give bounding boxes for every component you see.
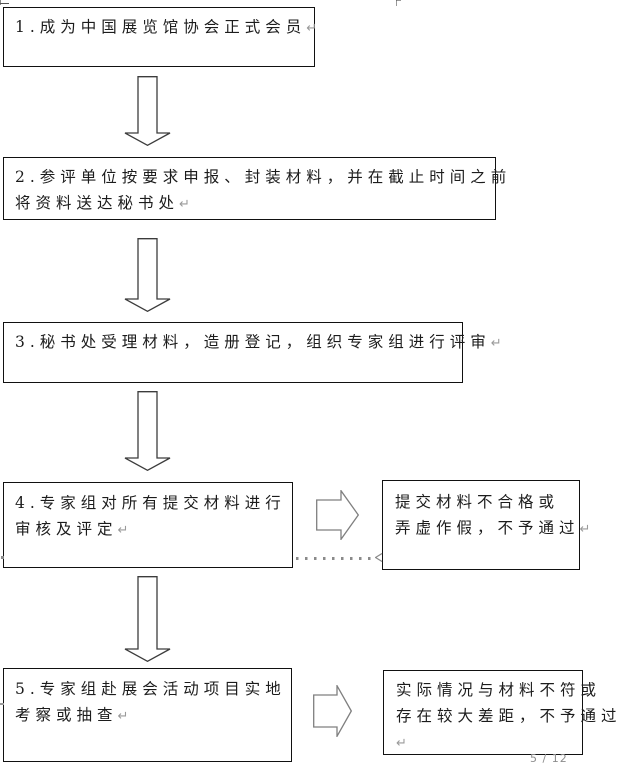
outcome-2-text-line-2: 存在较大差距，不予通过 <box>396 707 618 725</box>
outcome-1-text-line-1: 提交材料不合格或 <box>395 493 560 511</box>
down-arrow-3 <box>124 391 171 471</box>
right-arrow-2 <box>313 685 352 737</box>
right-arrow-1 <box>316 490 359 540</box>
flow-box-step-2: 2.参评单位按要求申报、封装材料，并在截止时间之前 将资料送达秘书处↵ <box>3 157 506 220</box>
flow-box-step-4-line-2: 审核及评定↵ <box>15 516 286 542</box>
return-mark-icon: ↵ <box>396 736 407 751</box>
return-mark-icon: ↵ <box>179 197 190 212</box>
crop-mark-top-right <box>396 0 401 1</box>
outcome-box-1: 提交材料不合格或 弄虚作假，不予通过↵ <box>382 480 590 570</box>
flow-box-step-5-line-1: 5.专家组赴展会活动项目实地 <box>15 676 285 702</box>
return-mark-icon: ↵ <box>579 522 591 537</box>
flow-box-step-3: 3.秘书处受理材料，造册登记，组织专家组进行评审↵ <box>3 322 502 383</box>
flow-box-step-1-line-1: 1.成为中国展览馆协会正式会员↵ <box>15 14 317 40</box>
outcome-box-2-line-1: 实际情况与材料不符或 <box>396 677 596 703</box>
outcome-1-text-line-2: 弄虚作假，不予通过 <box>395 519 580 537</box>
return-mark-icon: ↵ <box>490 336 502 351</box>
return-mark-icon: ↵ <box>117 523 129 538</box>
step-1-text: 1.成为中国展览馆协会正式会员 <box>15 18 307 36</box>
flow-box-step-5: 5.专家组赴展会活动项目实地 考察或抽查↵ <box>3 668 292 762</box>
flow-box-step-2-line-1: 2.参评单位按要求申报、封装材料，并在截止时间之前 <box>15 164 506 190</box>
outcome-box-1-line-1: 提交材料不合格或 <box>395 489 573 515</box>
dotted-connector-arrowhead-icon <box>375 553 383 562</box>
step-2-text-line-2: 将资料送达秘书处 <box>15 194 180 212</box>
down-arrow-1 <box>124 76 171 146</box>
down-arrow-2 <box>124 238 171 312</box>
crop-mark-top-right-vertical <box>396 0 397 6</box>
crop-mark-top-left-vertical <box>0 0 1 5</box>
flow-box-step-2-line-2: 将资料送达秘书处↵ <box>15 190 489 216</box>
step-5-text-line-1: 5.专家组赴展会活动项目实地 <box>15 680 286 698</box>
flow-box-step-3-line-1: 3.秘书处受理材料，造册登记，组织专家组进行评审↵ <box>15 329 502 355</box>
outcome-box-2: 实际情况与材料不符或 存在较大差距，不予通过↵ ↵ <box>383 670 617 755</box>
dotted-connector <box>296 557 376 560</box>
flow-box-step-1: 1.成为中国展览馆协会正式会员↵ <box>3 7 317 67</box>
step-5-text-line-2: 考察或抽查 <box>15 706 118 724</box>
outcome-box-2-line-2: 存在较大差距，不予通过↵ <box>396 703 617 729</box>
page-number: 5 / 12 <box>530 752 568 765</box>
crop-mark-top-left <box>0 3 9 4</box>
down-arrow-4 <box>124 576 171 662</box>
left-margin-tick <box>0 703 4 705</box>
step-3-text: 3.秘书处受理材料，造册登记，组织专家组进行评审 <box>15 333 491 351</box>
dotted-connector-left-dot <box>1 556 4 559</box>
flow-box-step-4-line-1: 4.专家组对所有提交材料进行 <box>15 490 286 516</box>
outcome-box-2-line-3: ↵ <box>396 729 576 755</box>
outcome-box-1-line-2: 弄虚作假，不予通过↵ <box>395 515 590 541</box>
flow-box-step-4: 4.专家组对所有提交材料进行 审核及评定↵ <box>3 482 293 568</box>
step-2-text-line-1: 2.参评单位按要求申报、封装材料，并在截止时间之前 <box>15 168 512 186</box>
outcome-2-text-line-1: 实际情况与材料不符或 <box>396 681 602 699</box>
step-4-text-line-2: 审核及评定 <box>15 520 118 538</box>
return-mark-icon: ↵ <box>117 709 129 724</box>
return-mark-icon: ↵ <box>306 21 318 36</box>
flow-box-step-5-line-2: 考察或抽查↵ <box>15 702 285 728</box>
step-4-text-line-1: 4.专家组对所有提交材料进行 <box>15 494 286 512</box>
